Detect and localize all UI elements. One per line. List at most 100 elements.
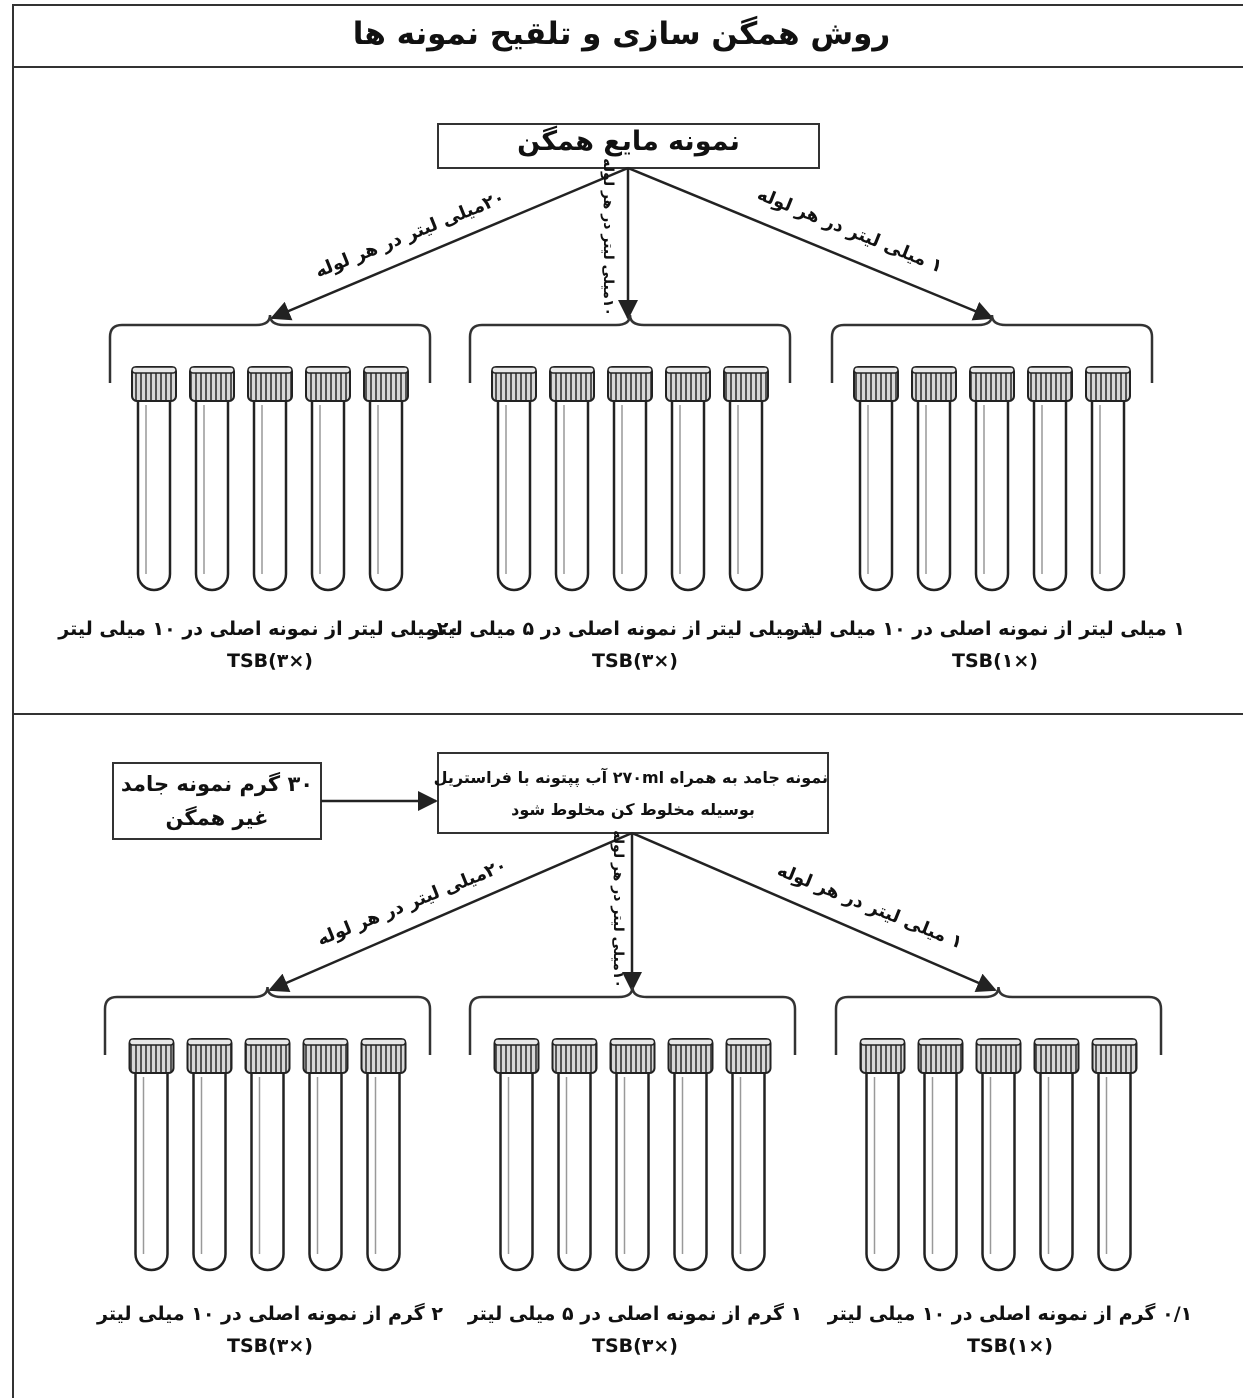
top-group-2-line1: ۱۰ میلی لیتر از نمونه اصلی در ۵ میلی لیت… (428, 618, 825, 640)
mix-instruction-box (437, 752, 829, 834)
bottom-group-2-line1: ۱ گرم از نمونه اصلی در ۵ میلی لیتر (467, 1303, 803, 1325)
tube-cap-rim (491, 366, 537, 374)
tube-cap-rim (363, 366, 409, 374)
mix-instruction-line1: نمونه جامد به همراه ۲۷۰ml آب پپتونه با ف… (433, 768, 828, 787)
bottom-tube-group-1 (103, 986, 432, 1272)
tube-cap-rim (911, 366, 957, 374)
tube-body (136, 401, 172, 592)
test-tube (360, 1038, 407, 1272)
top-group-1-line1: ۲۰میلی لیتر از نمونه اصلی در ۱۰ میلی لیت… (58, 618, 460, 640)
top-group-2-caption: ۱۰ میلی لیتر از نمونه اصلی در ۵ میلی لیت… (428, 613, 825, 677)
mix-instruction-line2: بوسیله مخلوط کن مخلوط شود (511, 800, 755, 819)
tube-cap-rim (723, 366, 769, 374)
test-tube (493, 1038, 540, 1272)
tube-cap-rim (186, 1038, 233, 1046)
bottom-group-2-line2: TSB(۳×) (591, 1335, 678, 1357)
tube-body (308, 1073, 343, 1272)
test-tube (667, 1038, 714, 1272)
mix-instruction-label: نمونه جامد به همراه ۲۷۰ml آب پپتونه با ف… (433, 762, 828, 826)
tube-body (194, 401, 230, 592)
test-tube (1091, 1038, 1138, 1272)
test-tube (1027, 366, 1073, 592)
tube-cap-rim (1033, 1038, 1080, 1046)
top-group-2-line2: TSB(۳×) (591, 650, 678, 672)
tube-body (1090, 401, 1126, 592)
tube-groups (103, 314, 1163, 1272)
bottom-arrow-right (631, 831, 997, 993)
liquid-sample-box (437, 123, 820, 169)
tube-body (250, 1073, 285, 1272)
tube-cap-rim (725, 1038, 772, 1046)
group-bracket (830, 314, 1154, 383)
tube-cap-rim (549, 366, 595, 374)
tube-body (858, 401, 894, 592)
test-tube (975, 1038, 1022, 1272)
top-group-3-line2: TSB(۱×) (951, 650, 1038, 672)
solid-sample-label: ۳۰ گرم نمونه جامد غیر همگن (113, 767, 321, 835)
tube-body (981, 1073, 1016, 1272)
test-tube (1033, 1038, 1080, 1272)
bottom-group-1-caption: ۲ گرم از نمونه اصلی در ۱۰ میلی لیتر TSB(… (80, 1298, 460, 1362)
test-tube (665, 366, 711, 592)
bottom-arrow-left (268, 831, 633, 993)
tube-body (916, 401, 952, 592)
tube-cap-rim (917, 1038, 964, 1046)
tube-cap-rim (853, 366, 899, 374)
top-group-3-caption: ۱ میلی لیتر از نمونه اصلی در ۱۰ میلی لیت… (788, 613, 1185, 677)
group-bracket (103, 986, 432, 1055)
test-tube (607, 366, 653, 592)
tube-cap-rim (305, 366, 351, 374)
liquid-sample-label: نمونه مایع همگن (517, 126, 740, 157)
test-tube (244, 1038, 291, 1272)
bottom-group-2-caption: ۱ گرم از نمونه اصلی در ۵ میلی لیتر TSB(۳… (445, 1298, 825, 1362)
top-group-1-caption: ۲۰میلی لیتر از نمونه اصلی در ۱۰ میلی لیت… (58, 613, 460, 677)
test-tube (128, 1038, 175, 1272)
tube-body (1097, 1073, 1132, 1272)
group-bracket (108, 314, 432, 383)
test-tube (859, 1038, 906, 1272)
top-tube-group-2 (468, 314, 792, 592)
tube-cap-rim (1027, 366, 1073, 374)
tube-body (728, 401, 764, 592)
test-tube (853, 366, 899, 592)
solid-sample-box (112, 762, 322, 840)
tube-body (865, 1073, 900, 1272)
group-bracket (468, 314, 792, 383)
test-tube (189, 366, 235, 592)
tube-body (134, 1073, 169, 1272)
group-bracket (834, 986, 1163, 1055)
top-arrow-right (627, 166, 994, 321)
tube-cap-rim (969, 366, 1015, 374)
tube-body (496, 401, 532, 592)
tube-cap-rim (360, 1038, 407, 1046)
tube-cap-rim (1085, 366, 1131, 374)
bottom-group-3-line1: ۰/۱ گرم از نمونه اصلی در ۱۰ میلی لیتر (827, 1303, 1193, 1325)
test-tube (723, 366, 769, 592)
test-tube (969, 366, 1015, 592)
test-tube (247, 366, 293, 592)
test-tube (186, 1038, 233, 1272)
tube-body (368, 401, 404, 592)
tube-cap-rim (551, 1038, 598, 1046)
tube-cap-rim (607, 366, 653, 374)
top-arrow-left (270, 166, 629, 321)
bottom-arrow-mid-label: ۱۰میلی لیتر در هر لوله (610, 830, 626, 988)
tube-body (252, 401, 288, 592)
tube-body (499, 1073, 534, 1272)
test-tube (609, 1038, 656, 1272)
tube-body (1032, 401, 1068, 592)
tube-body (612, 401, 648, 592)
bottom-tube-group-2 (468, 986, 797, 1272)
tube-body (731, 1073, 766, 1272)
tube-body (557, 1073, 592, 1272)
test-tube (363, 366, 409, 592)
top-group-3-line1: ۱ میلی لیتر از نمونه اصلی در ۱۰ میلی لیت… (788, 618, 1185, 640)
tube-cap-rim (859, 1038, 906, 1046)
tube-cap-rim (131, 366, 177, 374)
tube-cap-rim (302, 1038, 349, 1046)
tube-cap-rim (247, 366, 293, 374)
tube-cap-rim (975, 1038, 1022, 1046)
top-group-1-line2: TSB(۳×) (226, 650, 313, 672)
bottom-group-1-line2: TSB(۳×) (226, 1335, 313, 1357)
